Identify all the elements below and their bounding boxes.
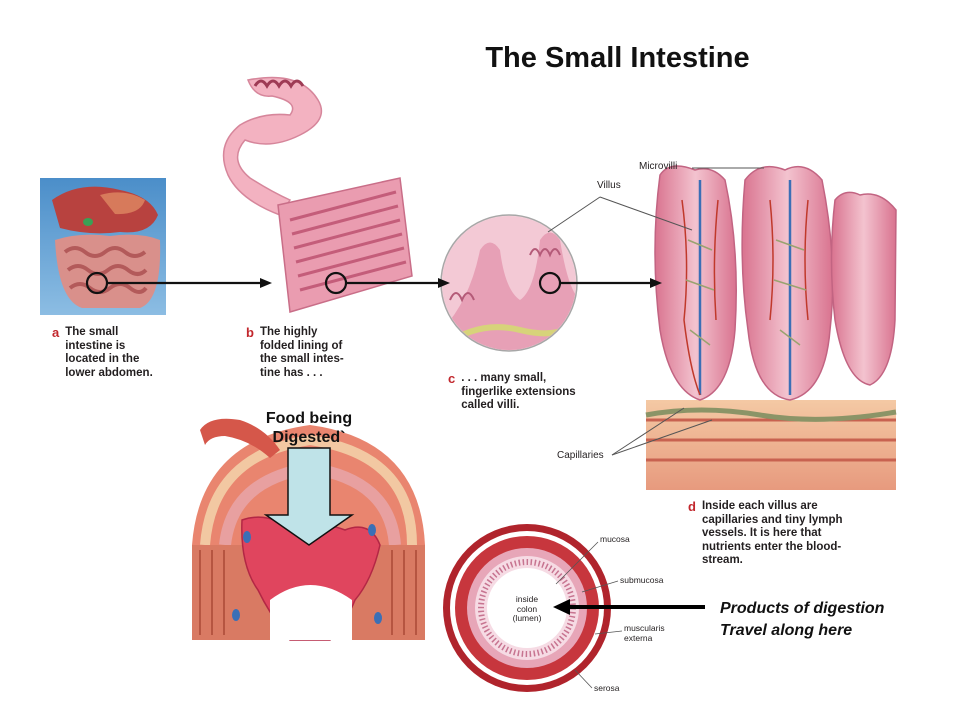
label-submucosa: submucosa bbox=[620, 575, 664, 585]
colon-cross-section-illustration bbox=[443, 524, 611, 692]
label-lumen: inside colon (lumen) bbox=[512, 594, 542, 623]
caption-d: d Inside each villus are capillaries and … bbox=[688, 500, 843, 568]
caption-c-letter: c bbox=[448, 371, 456, 386]
caption-a: a The small intestine is located in the l… bbox=[52, 326, 153, 380]
caption-a-letter: a bbox=[52, 325, 60, 340]
caption-c: c . . . many small, fingerlike extensions… bbox=[448, 372, 576, 413]
intestine-segment-illustration bbox=[222, 76, 413, 313]
page-title: The Small Intestine bbox=[485, 42, 750, 74]
label-mucosa: mucosa bbox=[600, 534, 630, 544]
caption-a-text: The small intestine is located in the lo… bbox=[65, 326, 153, 379]
food-direction-arrow bbox=[263, 447, 355, 546]
caption-c-text: . . . many small, fingerlike extensions … bbox=[461, 372, 576, 411]
caption-b: b The highly folded lining of the small i… bbox=[246, 326, 344, 380]
products-direction-arrow bbox=[553, 599, 705, 615]
caption-d-letter: d bbox=[688, 499, 696, 514]
food-annotation: Food being Digested` bbox=[265, 410, 353, 446]
magnification-arrows bbox=[107, 278, 662, 288]
label-villus: Villus bbox=[597, 180, 621, 191]
abdomen-illustration bbox=[40, 178, 166, 315]
label-capillaries: Capillaries bbox=[557, 450, 604, 461]
label-serosa: serosa bbox=[594, 683, 620, 693]
caption-b-letter: b bbox=[246, 325, 254, 340]
caption-b-text: The highly folded lining of the small in… bbox=[259, 326, 344, 379]
intestinal-wall-illustration bbox=[192, 418, 425, 641]
villi-magnified-illustration bbox=[440, 214, 578, 352]
caption-d-text: Inside each villus are capillaries and t… bbox=[701, 500, 843, 566]
label-microvilli: Microvilli bbox=[639, 161, 678, 172]
colon-leader-lines bbox=[555, 541, 623, 689]
label-muscularis-externa: muscularis externa bbox=[624, 623, 665, 643]
villus-detail-illustration bbox=[645, 165, 897, 490]
label-leader-lines bbox=[547, 167, 764, 456]
products-annotation: Products of digestion Travel along here bbox=[720, 600, 885, 639]
